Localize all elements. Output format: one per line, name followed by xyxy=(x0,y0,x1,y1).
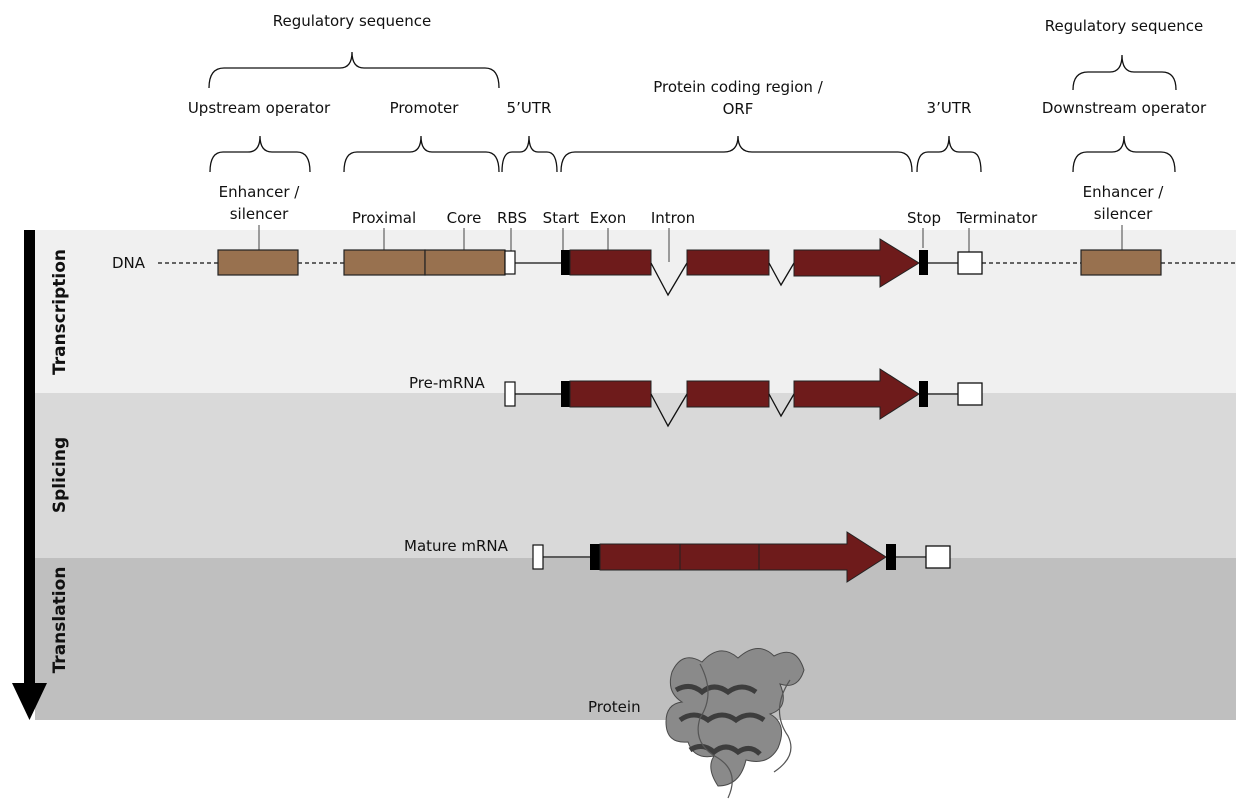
label-utr3: 3’UTR xyxy=(927,99,972,117)
brace-coding-region xyxy=(560,135,913,173)
label-enhancer-right-2: silencer xyxy=(1094,205,1153,223)
dna-enhancer-left xyxy=(217,249,299,276)
label-coding-line2: ORF xyxy=(723,100,754,118)
dna-proximal xyxy=(343,249,426,276)
dna-exon-2 xyxy=(686,249,770,276)
brace-upstream-operator xyxy=(209,135,311,173)
label-promoter: Promoter xyxy=(390,99,460,117)
brace-downstream-operator xyxy=(1072,135,1176,173)
label-downstream-operator: Downstream operator xyxy=(1042,99,1207,117)
brace-regulatory-right xyxy=(1072,54,1177,91)
dna-rbs xyxy=(504,250,516,275)
dna-enhancer-right xyxy=(1080,249,1162,276)
mature-mrna-track xyxy=(532,531,951,583)
track-label-pre-mrna: Pre-mRNA xyxy=(409,374,486,392)
label-regulatory-left: Regulatory sequence xyxy=(273,12,432,30)
label-rbs: RBS xyxy=(497,209,527,227)
label-utr5: 5’UTR xyxy=(507,99,552,117)
label-enhancer-left-1: Enhancer / xyxy=(219,183,301,201)
label-coding-line1: Protein coding region / xyxy=(653,78,823,96)
brace-utr3 xyxy=(916,135,982,173)
track-label-protein: Protein xyxy=(588,698,641,716)
band-translation xyxy=(35,558,1236,720)
stage-splicing: Splicing xyxy=(50,437,70,513)
label-proximal: Proximal xyxy=(352,209,416,227)
label-enhancer-left-2: silencer xyxy=(230,205,289,223)
brace-utr5 xyxy=(501,135,558,173)
dna-track xyxy=(158,238,1236,297)
label-upstream-operator: Upstream operator xyxy=(188,99,331,117)
label-exon: Exon xyxy=(590,209,627,227)
track-label-dna: DNA xyxy=(112,254,146,272)
dna-terminator xyxy=(957,251,983,275)
label-stop: Stop xyxy=(907,209,941,227)
process-arrow xyxy=(12,230,47,720)
band-splicing xyxy=(35,393,1236,558)
label-core: Core xyxy=(447,209,482,227)
dna-core xyxy=(424,249,506,276)
label-start: Start xyxy=(543,209,580,227)
track-label-mature-mrna: Mature mRNA xyxy=(404,537,509,555)
dna-exon-1 xyxy=(569,249,652,276)
label-regulatory-right: Regulatory sequence xyxy=(1045,17,1204,35)
label-terminator: Terminator xyxy=(956,209,1038,227)
stage-transcription: Transcription xyxy=(50,249,70,375)
brace-promoter xyxy=(343,135,500,173)
dna-stop xyxy=(919,250,928,275)
dna-exon-3-arrow xyxy=(793,238,920,288)
label-enhancer-right-1: Enhancer / xyxy=(1083,183,1165,201)
pre-mrna-track xyxy=(504,368,983,428)
stage-translation: Translation xyxy=(50,567,70,674)
brace-regulatory-left xyxy=(208,51,500,89)
label-intron: Intron xyxy=(651,209,695,227)
protein-structure-icon xyxy=(665,648,805,799)
dna-start xyxy=(561,250,570,275)
